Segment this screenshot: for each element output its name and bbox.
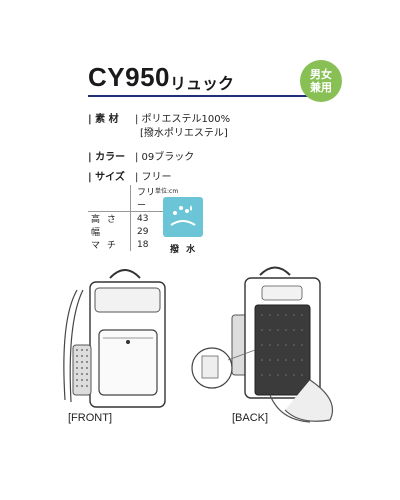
backpack-front-illustration — [63, 269, 166, 408]
table-row: 幅 29 — [88, 225, 166, 238]
water-repellent-icon — [163, 197, 203, 237]
unisex-badge: 男女 兼用 — [300, 60, 342, 102]
width-value: 29 — [130, 225, 166, 238]
size-unit: 単位:cm — [155, 188, 179, 195]
size-value: | フリー — [135, 172, 172, 183]
badge-line-2: 兼用 — [310, 81, 332, 94]
title-underline — [88, 95, 308, 97]
depth-value: 18 — [130, 238, 166, 251]
depth-label: マ チ — [91, 241, 118, 251]
color-value: | 09ブラック — [135, 152, 195, 163]
size-table-corner — [88, 185, 131, 212]
color-label: | カラー — [88, 152, 126, 163]
width-label: 幅 — [91, 228, 103, 238]
size-label: | サイズ — [88, 172, 125, 183]
size-table-header: フリー — [130, 185, 166, 212]
table-row: 高 さ 43 — [88, 211, 166, 225]
badge-line-1: 男女 — [310, 68, 332, 81]
height-value: 43 — [130, 211, 166, 225]
backpack-back-illustration — [191, 266, 334, 423]
product-type: リュック — [170, 74, 235, 93]
back-caption: [BACK] — [232, 412, 269, 424]
front-caption: [FRONT] — [68, 412, 112, 424]
water-repellent-label: 撥 水 — [170, 245, 198, 255]
material-value: | ポリエステル100% — [135, 114, 231, 125]
table-row: マ チ 18 — [88, 238, 166, 251]
size-table: フリー 高 さ 43 幅 29 マ チ 18 — [88, 185, 166, 251]
material-value-sub: [撥水ポリエステル] — [140, 128, 228, 139]
height-label: 高 さ — [91, 215, 118, 225]
material-label: | 素 材 — [88, 114, 119, 125]
product-code: CY950 — [88, 62, 170, 92]
